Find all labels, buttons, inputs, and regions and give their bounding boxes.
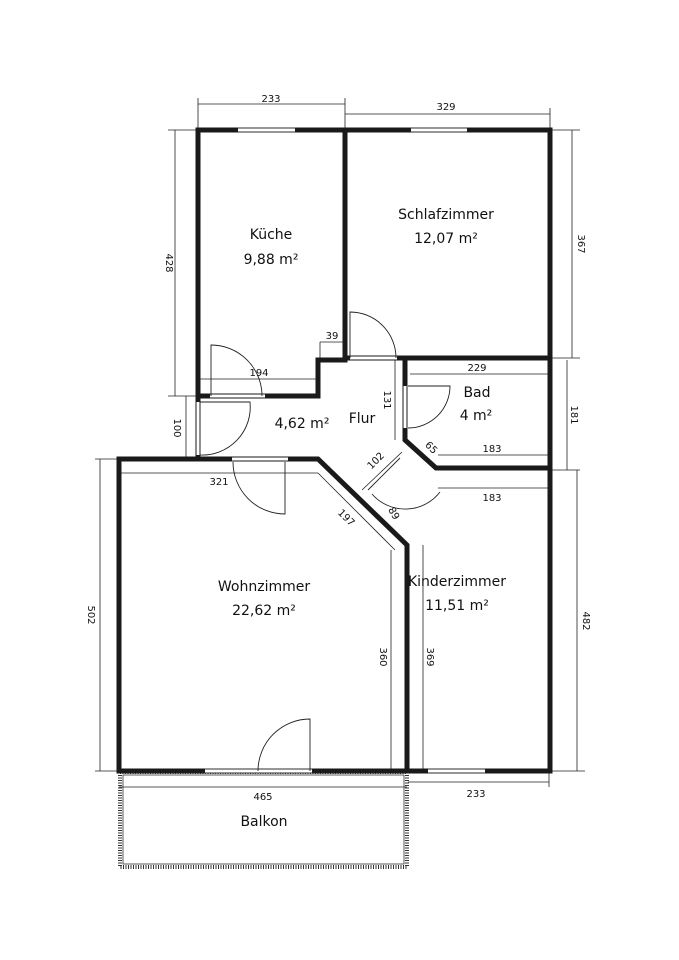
room-name-flur: Flur — [349, 411, 376, 427]
room-name-balkon: Balkon — [240, 814, 287, 830]
room-area-bad: 4 m² — [460, 408, 493, 424]
dimension-label: 89 — [385, 505, 401, 522]
dimension-label: 360 — [377, 647, 388, 666]
room-area-flur: 4,62 m² — [275, 416, 330, 432]
door-kueche — [210, 344, 263, 397]
room-area-schlafzimmer: 12,07 m² — [414, 231, 478, 247]
dimension-label: 229 — [467, 363, 486, 374]
door-bad — [407, 385, 451, 429]
room-area-kueche: 9,88 m² — [244, 252, 299, 268]
dimension-label: 39 — [326, 331, 339, 342]
room-labels: Küche 9,88 m² Schlafzimmer 12,07 m² Bad … — [218, 207, 506, 830]
dimension-label: 369 — [424, 647, 435, 666]
door-kinderzimmer — [367, 457, 441, 510]
windows — [205, 127, 485, 774]
door-wohnzimmer — [232, 461, 286, 515]
dimension-label: 100 — [171, 418, 182, 437]
dimension-label: 428 — [163, 253, 174, 272]
dimension-label: 181 — [568, 405, 579, 424]
room-area-wohnzimmer: 22,62 m² — [232, 603, 296, 619]
dimension-label: 194 — [249, 368, 268, 379]
doors — [196, 311, 451, 772]
dimension-label: 65 — [422, 440, 439, 457]
room-area-kinderzimmer: 11,51 m² — [425, 598, 489, 614]
room-name-kueche: Küche — [250, 227, 293, 243]
dimension-labels: 233 329 428 367 39 194 100 131 229 181 1… — [85, 94, 591, 803]
dimension-label: 233 — [466, 789, 485, 800]
room-name-schlafzimmer: Schlafzimmer — [398, 207, 494, 223]
dimension-lines — [95, 98, 585, 788]
dimension-label: 465 — [253, 792, 272, 803]
door-flur — [199, 401, 251, 456]
dimension-label: 131 — [381, 390, 392, 409]
room-name-bad: Bad — [463, 385, 490, 401]
dimension-label: 233 — [261, 94, 280, 105]
door-schlafzimmer — [349, 311, 397, 359]
dimension-label: 183 — [482, 444, 501, 455]
dimension-label: 482 — [580, 611, 591, 630]
room-name-kinderzimmer: Kinderzimmer — [408, 574, 506, 590]
dimension-label: 367 — [575, 234, 586, 253]
dimension-label: 102 — [366, 451, 387, 472]
dimension-label: 502 — [85, 605, 96, 624]
dimension-label: 329 — [436, 102, 455, 113]
dimension-label: 183 — [482, 493, 501, 504]
dimension-label: 321 — [209, 477, 228, 488]
room-name-wohnzimmer: Wohnzimmer — [218, 579, 310, 595]
door-balkon — [257, 718, 311, 772]
dimension-label: 197 — [335, 508, 356, 529]
